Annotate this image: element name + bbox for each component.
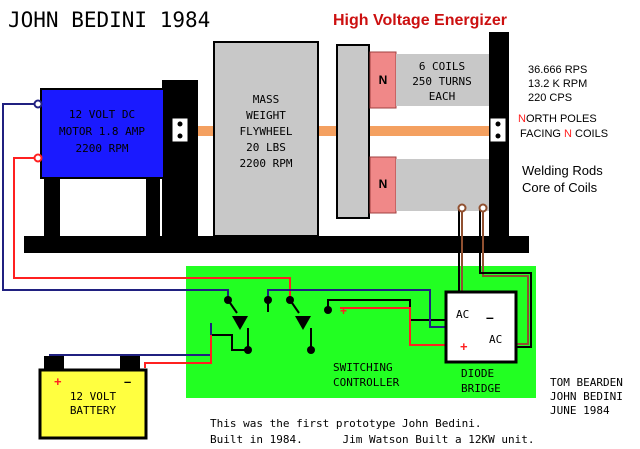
motor-terminal-negative (33, 99, 43, 109)
bearing-left-block (171, 117, 189, 143)
motor-stand-left-leg (44, 176, 60, 238)
spec-rps: 36.666 RPS (528, 64, 587, 76)
coils-label-3: EACH (429, 90, 456, 103)
coil-upper (396, 54, 489, 106)
motor-label-1: 12 VOLT DC (69, 108, 135, 121)
bearing-post-left (162, 80, 198, 238)
switch-transistor-1 (232, 316, 248, 330)
motor-terminal-positive (33, 153, 43, 163)
flywheel-label-5: 2200 RPM (240, 157, 293, 170)
welding-rods-label-2: Core of Coils (522, 180, 598, 195)
note-line-1: This was the first prototype John Bedini… (210, 417, 482, 430)
credit-line-1: TOM BEARDEN (550, 376, 623, 389)
coils-label-1: 6 COILS (419, 60, 465, 73)
north-poles-rest: ORTH POLES (526, 113, 597, 125)
flywheel-label-1: MASS (253, 93, 280, 106)
motor-stand-right-leg (146, 176, 160, 238)
magnet-pole-upper (369, 51, 397, 109)
coil-lead-terminal-2 (478, 203, 488, 213)
spec-rpm: 13.2 K RPM (528, 78, 587, 90)
spec-cps: 220 CPS (528, 92, 572, 104)
flywheel (213, 41, 319, 237)
coil-output-wires (458, 208, 532, 348)
diode-bridge (444, 290, 518, 364)
flywheel-label-4: 20 LBS (246, 141, 286, 154)
flywheel-label-3: FLYWHEEL (240, 125, 293, 138)
credit-line-2: JOHN BEDINI (550, 390, 623, 403)
flywheel-label-2: WEIGHT (246, 109, 286, 122)
north-poles-label: NORTH POLES (518, 113, 597, 125)
controller-label-1: SWITCHING (333, 361, 393, 374)
battery-minus-sign: – (124, 374, 131, 389)
welding-rods-label-1: Welding Rods (522, 163, 603, 178)
magnet-pole-lower (369, 156, 397, 214)
coil-lead-terminal-1 (457, 203, 467, 213)
bearing-right-dot-bottom (495, 133, 501, 139)
magnet-pole-lower-label: N (379, 177, 388, 191)
bridge-plus-label: + (460, 339, 468, 354)
bearing-left-dot-top (177, 121, 183, 127)
bridge-label-1: DIODE (461, 367, 494, 380)
controller-label-2: CONTROLLER (333, 376, 400, 389)
motor-supply-wires (2, 103, 291, 300)
facing-suffix: COILS (572, 128, 608, 140)
bridge-minus-label: – (486, 309, 494, 325)
bridge-ac-label-2: AC (489, 333, 502, 346)
battery-label-2: BATTERY (70, 404, 117, 417)
motor-label-3: 2200 RPM (76, 142, 129, 155)
bridge-label-2: BRIDGE (461, 382, 501, 395)
facing-coils-label: FACING N COILS (520, 128, 608, 140)
drive-shaft (160, 126, 490, 136)
bearing-left-dot-bottom (177, 133, 183, 139)
battery-12v (38, 368, 148, 440)
battery-plus-sign: + (54, 374, 62, 389)
battery-terminal-negative (44, 356, 64, 370)
bearing-right-dot-top (495, 121, 501, 127)
coil-lower (396, 159, 489, 211)
credit-line-3: JUNE 1984 (550, 404, 610, 417)
battery-label-1: 12 VOLT (70, 390, 117, 403)
bridge-ac-label-1: AC (456, 308, 469, 321)
switch-terminals (224, 296, 332, 354)
magnet-pole-upper-label: N (379, 73, 388, 87)
diagram-subtitle: High Voltage Energizer (333, 12, 507, 29)
note-line-2: Built in 1984. Jim Watson Built a 12KW u… (210, 433, 535, 446)
north-n-letter: N (518, 113, 526, 125)
motor-label-2: MOTOR 1.8 AMP (59, 125, 145, 138)
diagram-title: JOHN BEDINI 1984 (8, 8, 210, 32)
facing-prefix: FACING (520, 128, 564, 140)
base-platform (24, 236, 529, 253)
magnet-rotor-disc (336, 44, 370, 219)
bearing-right-block (489, 117, 507, 143)
dc-motor (40, 88, 165, 179)
coils-label-2: 250 TURNS (412, 75, 472, 88)
battery-terminal-positive (120, 356, 140, 370)
switch-transistor-2 (295, 316, 311, 330)
facing-n-letter: N (564, 128, 572, 140)
controller-plus-sign: + (340, 304, 347, 318)
